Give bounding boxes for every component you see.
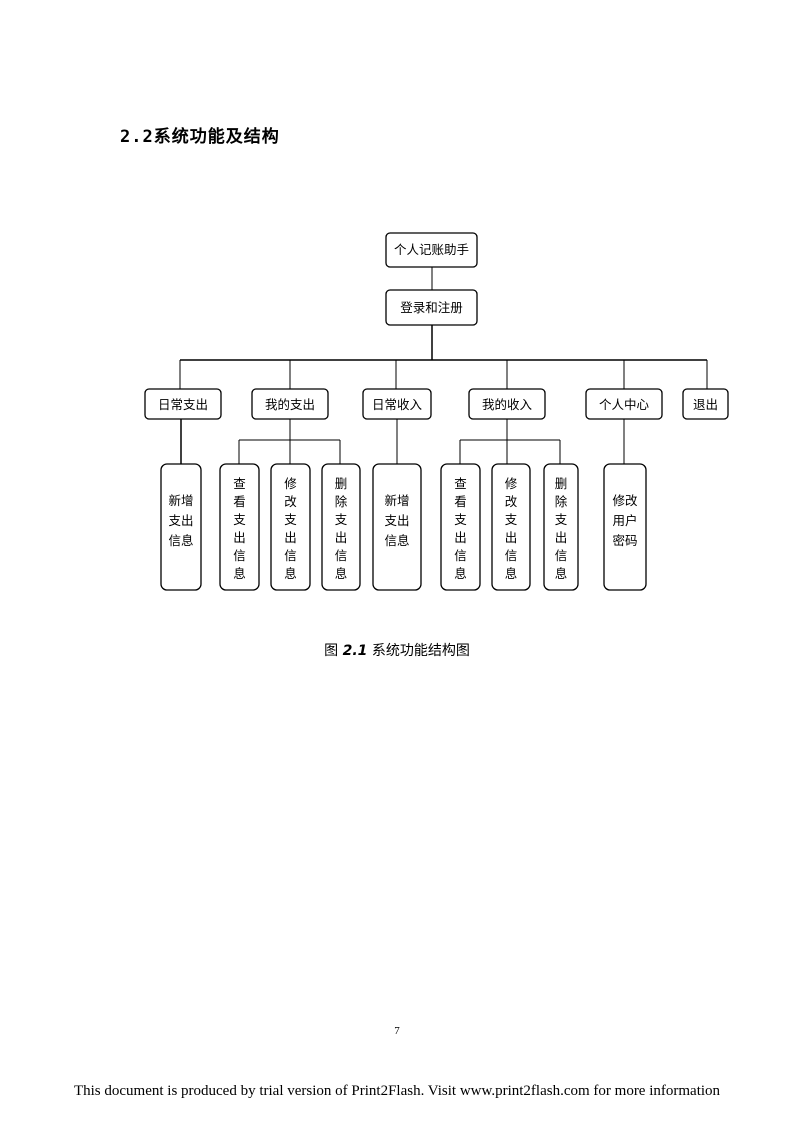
leaf-text-line: 支 <box>233 512 246 527</box>
leaf-text-line: 支 <box>555 512 568 527</box>
leaf-text-line: 修 <box>284 476 297 491</box>
leaf-text-line: 删 <box>335 476 348 491</box>
leaf-text-line: 信息 <box>384 533 409 548</box>
caption-number: 2.1 <box>342 643 368 659</box>
leaf-text-line: 息 <box>284 566 297 581</box>
leaf-text-line: 新增 <box>384 493 409 508</box>
leaf-text-line: 看 <box>233 494 246 509</box>
leaf-text-line: 支出 <box>168 513 193 528</box>
page-number: 7 <box>394 1025 400 1037</box>
leaf-text-line: 信 <box>284 548 297 563</box>
leaf-text-line: 出 <box>233 530 246 545</box>
module-label: 退出 <box>693 397 718 412</box>
leaf-box-view-income <box>440 463 481 591</box>
leaf-text-line: 支出 <box>384 513 409 528</box>
module-label: 日常支出 <box>158 397 208 412</box>
leaf-box-edit-income <box>491 463 531 591</box>
node-root: 个人记账助手 <box>385 232 478 268</box>
module-daily-income: 日常收入 <box>362 388 432 420</box>
leaf-text-line: 删 <box>555 476 568 491</box>
module-label: 个人中心 <box>599 397 650 412</box>
module-label: 日常收入 <box>372 397 423 412</box>
leaf-text-line: 查 <box>233 476 246 491</box>
leaf-text-line: 支 <box>505 512 518 527</box>
leaf-text-line: 改 <box>505 494 518 509</box>
leaf-text-line: 支 <box>284 512 297 527</box>
module-my-expense: 我的支出 <box>251 388 329 420</box>
leaf-text-line: 息 <box>335 566 348 581</box>
module-my-income: 我的收入 <box>468 388 546 420</box>
leaf-text-line: 除 <box>555 494 568 509</box>
leaf-text-line: 密码 <box>612 533 637 548</box>
caption-text: 系统功能结构图 <box>371 643 470 659</box>
node-login-register-label: 登录和注册 <box>400 300 463 315</box>
leaf-text-line: 支 <box>454 512 467 527</box>
leaf-text-line: 信 <box>335 548 348 563</box>
module-personal-center: 个人中心 <box>585 388 663 420</box>
leaf-box-view-expense <box>219 463 260 591</box>
node-root-label: 个人记账助手 <box>394 242 469 257</box>
leaf-text-line: 支 <box>335 512 348 527</box>
leaf-text-line: 修改 <box>612 493 638 508</box>
leaf-text-line: 息 <box>505 566 518 581</box>
leaf-box-delete-income <box>543 463 579 591</box>
leaf-text-line: 信 <box>505 548 518 563</box>
leaf-text-line: 信息 <box>168 533 193 548</box>
leaf-text-line: 信 <box>233 548 246 563</box>
module-label: 我的支出 <box>265 397 315 412</box>
leaf-text-line: 出 <box>335 530 348 545</box>
leaf-text-line: 用户 <box>612 513 637 528</box>
leaf-text-line: 出 <box>555 530 568 545</box>
node-login-register: 登录和注册 <box>385 289 478 326</box>
figure-caption: 图 2.1 系统功能结构图 <box>0 640 794 660</box>
leaf-text-line: 查 <box>454 476 467 491</box>
leaf-text-line: 出 <box>284 530 297 545</box>
leaf-box-edit-expense <box>270 463 311 591</box>
module-exit: 退出 <box>682 388 729 420</box>
leaf-text-line: 出 <box>505 530 518 545</box>
leaf-box-add-income <box>372 463 422 591</box>
module-daily-expense: 日常支出 <box>144 388 222 420</box>
leaf-box-change-password <box>603 463 647 591</box>
module-label: 我的收入 <box>482 397 533 412</box>
leaf-text-line: 新增 <box>168 493 193 508</box>
caption-prefix: 图 <box>324 643 339 659</box>
leaf-text-line: 修 <box>505 476 518 491</box>
leaf-text-line: 除 <box>335 494 348 509</box>
leaf-box-add-expense <box>160 463 202 591</box>
leaf-text-line: 改 <box>284 494 297 509</box>
section-heading: 2.2系统功能及结构 <box>120 127 280 147</box>
leaf-text-line: 息 <box>454 566 467 581</box>
leaf-text-line: 息 <box>233 566 246 581</box>
leaf-text-line: 信 <box>454 548 467 563</box>
leaf-text-line: 信 <box>555 548 568 563</box>
leaf-text-line: 看 <box>454 494 467 509</box>
leaf-text-line: 息 <box>555 566 568 581</box>
trial-notice: This document is produced by trial versi… <box>73 1083 721 1099</box>
leaf-box-delete-expense <box>321 463 361 591</box>
leaf-text-line: 出 <box>454 530 467 545</box>
connector-lines <box>179 267 708 464</box>
